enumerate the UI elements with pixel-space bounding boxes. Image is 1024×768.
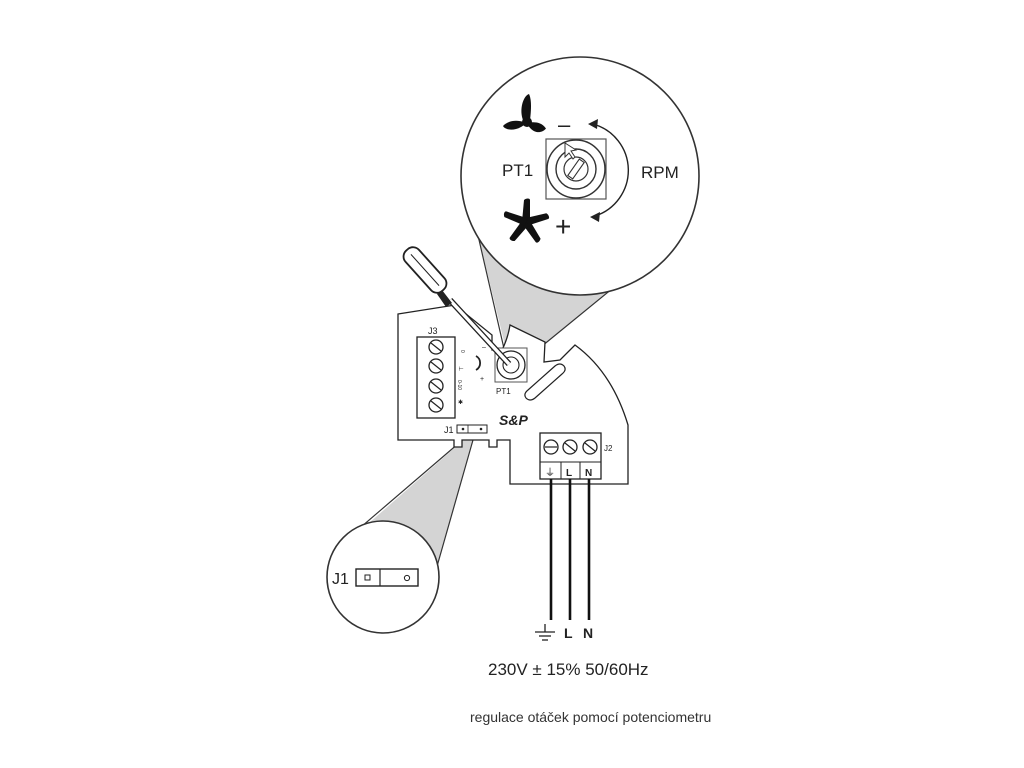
j2-label: J2 [604, 444, 613, 453]
diagram-caption: regulace otáček pomocí potenciometru [470, 709, 712, 725]
zoom-potentiometer [545, 138, 607, 200]
fan-3-blade-icon [503, 94, 546, 133]
j2-terminal-l: L [566, 468, 572, 479]
wire-l-label: L [564, 625, 573, 641]
j3-pin-0: 0 [459, 350, 465, 353]
wire-n-label: N [583, 625, 593, 641]
j3-pin-2: 0-10 [456, 380, 462, 390]
j2-terminal-n: N [585, 468, 592, 479]
sp-logo: S&P [499, 412, 528, 428]
j2-terminal-ground: ⏚ [545, 467, 555, 479]
j3-pin-1: ⊥ [457, 366, 464, 371]
svg-text:–: – [482, 344, 486, 351]
j3-terminal-block [416, 336, 456, 419]
rotation-arrow [592, 123, 630, 217]
zoom-j1-jumper [355, 568, 419, 587]
supply-voltage-text: 230V ± 15% 50/60Hz [488, 660, 649, 679]
plus-sign: + [555, 211, 571, 242]
minus-sign: – [558, 112, 571, 137]
zoom-j1-label: J1 [332, 571, 349, 588]
zoom-rpm-label: RPM [641, 163, 679, 182]
board-j1-jumper [456, 424, 488, 434]
fan-5-blade-icon [503, 198, 550, 243]
svg-text:+: + [480, 376, 484, 383]
earth-ground-icon [535, 624, 555, 641]
screwdriver [402, 246, 512, 367]
zoom-pt1-label: PT1 [502, 161, 533, 180]
j2-terminal-block [539, 432, 602, 480]
supply-wires [549, 479, 591, 620]
board-pt1-label: PT1 [496, 387, 511, 396]
board-j1-label: J1 [444, 425, 454, 435]
j3-label: J3 [428, 326, 438, 336]
j3-pin-3: ✱ [458, 399, 463, 406]
